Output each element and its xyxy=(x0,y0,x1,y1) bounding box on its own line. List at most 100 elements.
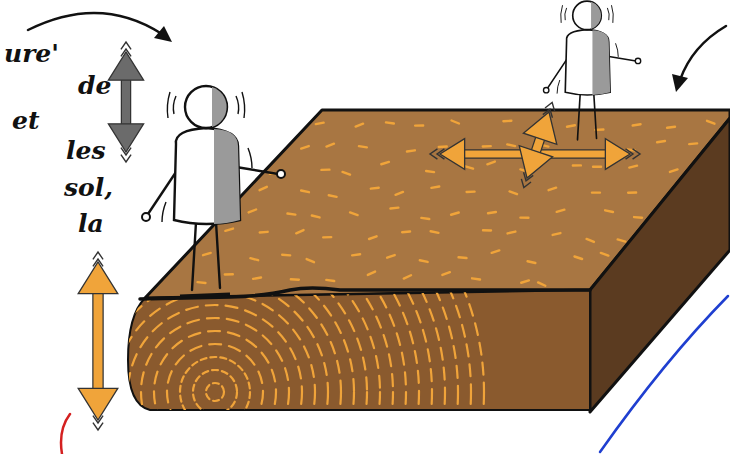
dash-mark xyxy=(368,272,375,275)
wave-ring xyxy=(24,201,406,454)
dash-mark xyxy=(421,218,429,219)
dash-mark xyxy=(667,127,675,128)
text-fragment: de xyxy=(78,72,111,100)
figure-head-shade xyxy=(212,87,227,127)
figure-arm xyxy=(148,172,176,214)
red-stroke xyxy=(61,414,70,454)
dash-mark xyxy=(253,278,261,279)
dash-mark xyxy=(369,236,377,239)
arrow-head xyxy=(121,49,131,56)
dash-mark xyxy=(396,192,403,195)
person-figure-2 xyxy=(543,1,640,140)
wave-ring xyxy=(11,188,419,454)
dash-mark xyxy=(492,250,500,252)
dash-mark xyxy=(404,275,411,278)
dash-mark xyxy=(510,191,518,194)
figure-body xyxy=(174,128,240,224)
dash-mark xyxy=(260,231,268,234)
blue-stroke xyxy=(600,296,728,452)
figure-hand xyxy=(142,213,150,221)
dash-mark xyxy=(657,141,665,142)
dash-mark xyxy=(359,146,367,147)
shake-line xyxy=(162,202,166,222)
dash-mark xyxy=(352,254,360,255)
dash-mark xyxy=(601,253,609,256)
vertical-wave-arrow xyxy=(78,252,118,430)
dash-mark xyxy=(483,145,491,148)
dash-mark xyxy=(316,123,324,124)
pointer-arrow-right-head xyxy=(672,74,688,92)
dash-mark xyxy=(592,191,600,193)
wave-ring xyxy=(206,383,224,401)
figure-leg xyxy=(192,222,196,290)
dash-mark xyxy=(326,144,333,147)
dash-mark xyxy=(282,254,290,257)
dash-mark xyxy=(426,171,434,172)
ground-line-feet xyxy=(180,294,230,296)
arrow-head xyxy=(78,262,118,294)
shake-line xyxy=(557,80,560,94)
text-fragment: et xyxy=(12,107,39,135)
dash-mark xyxy=(407,150,415,151)
dash-mark xyxy=(225,273,233,276)
dash-mark xyxy=(442,272,449,275)
dash-mark xyxy=(431,231,439,233)
figure-leg xyxy=(577,94,580,140)
dash-mark xyxy=(420,260,428,262)
figure-hand xyxy=(543,87,548,92)
dash-mark xyxy=(488,212,496,213)
dash-mark xyxy=(508,232,516,234)
arrow-head xyxy=(440,139,465,170)
figure-head xyxy=(573,1,602,30)
wave-ring xyxy=(102,279,328,454)
dash-mark xyxy=(312,216,320,218)
top-dashes xyxy=(198,121,715,286)
dash-mark xyxy=(356,124,363,127)
arrow-head xyxy=(93,259,103,266)
ground-front-face xyxy=(128,290,590,410)
arrow-head xyxy=(605,139,630,170)
arrow-head xyxy=(93,416,103,423)
arrow-shaft xyxy=(92,282,104,400)
dash-mark xyxy=(557,210,565,212)
dash-mark xyxy=(250,258,258,260)
shake-line xyxy=(561,5,563,23)
vertical-shake-arrow xyxy=(108,42,143,162)
figure-head-shade xyxy=(591,2,601,29)
wave-ring xyxy=(50,227,380,454)
arrow-head xyxy=(108,52,143,80)
dash-mark xyxy=(198,281,206,284)
figure-arm xyxy=(607,56,636,61)
dash-mark xyxy=(415,124,423,126)
wave-ring xyxy=(76,253,354,454)
text-fragment: la xyxy=(78,210,104,238)
figure-body-shade xyxy=(214,129,240,224)
pointer-arrow-right xyxy=(680,26,726,80)
dash-mark xyxy=(291,278,299,281)
figure-body xyxy=(565,30,610,95)
dash-mark xyxy=(528,261,536,263)
dash-mark xyxy=(483,229,491,232)
dash-mark xyxy=(634,216,642,219)
dash-mark xyxy=(387,255,395,258)
dash-mark xyxy=(472,278,480,279)
wave-ring xyxy=(115,292,315,454)
dash-mark xyxy=(296,230,303,233)
shake-line xyxy=(611,5,613,23)
dash-mark xyxy=(487,162,494,165)
dash-mark xyxy=(593,166,601,168)
dash-mark xyxy=(587,239,594,242)
arrow-head xyxy=(543,109,553,118)
dash-mark xyxy=(301,146,309,148)
dash-mark xyxy=(260,187,267,190)
dash-mark xyxy=(573,164,581,166)
dash-mark xyxy=(203,253,211,255)
arrow-shaft-fill xyxy=(94,282,103,400)
dash-mark xyxy=(689,142,697,145)
figure-leg xyxy=(594,94,597,139)
dash-mark xyxy=(521,280,529,282)
figure-head xyxy=(185,86,227,128)
ground-line xyxy=(140,288,590,299)
dash-mark xyxy=(350,212,358,215)
